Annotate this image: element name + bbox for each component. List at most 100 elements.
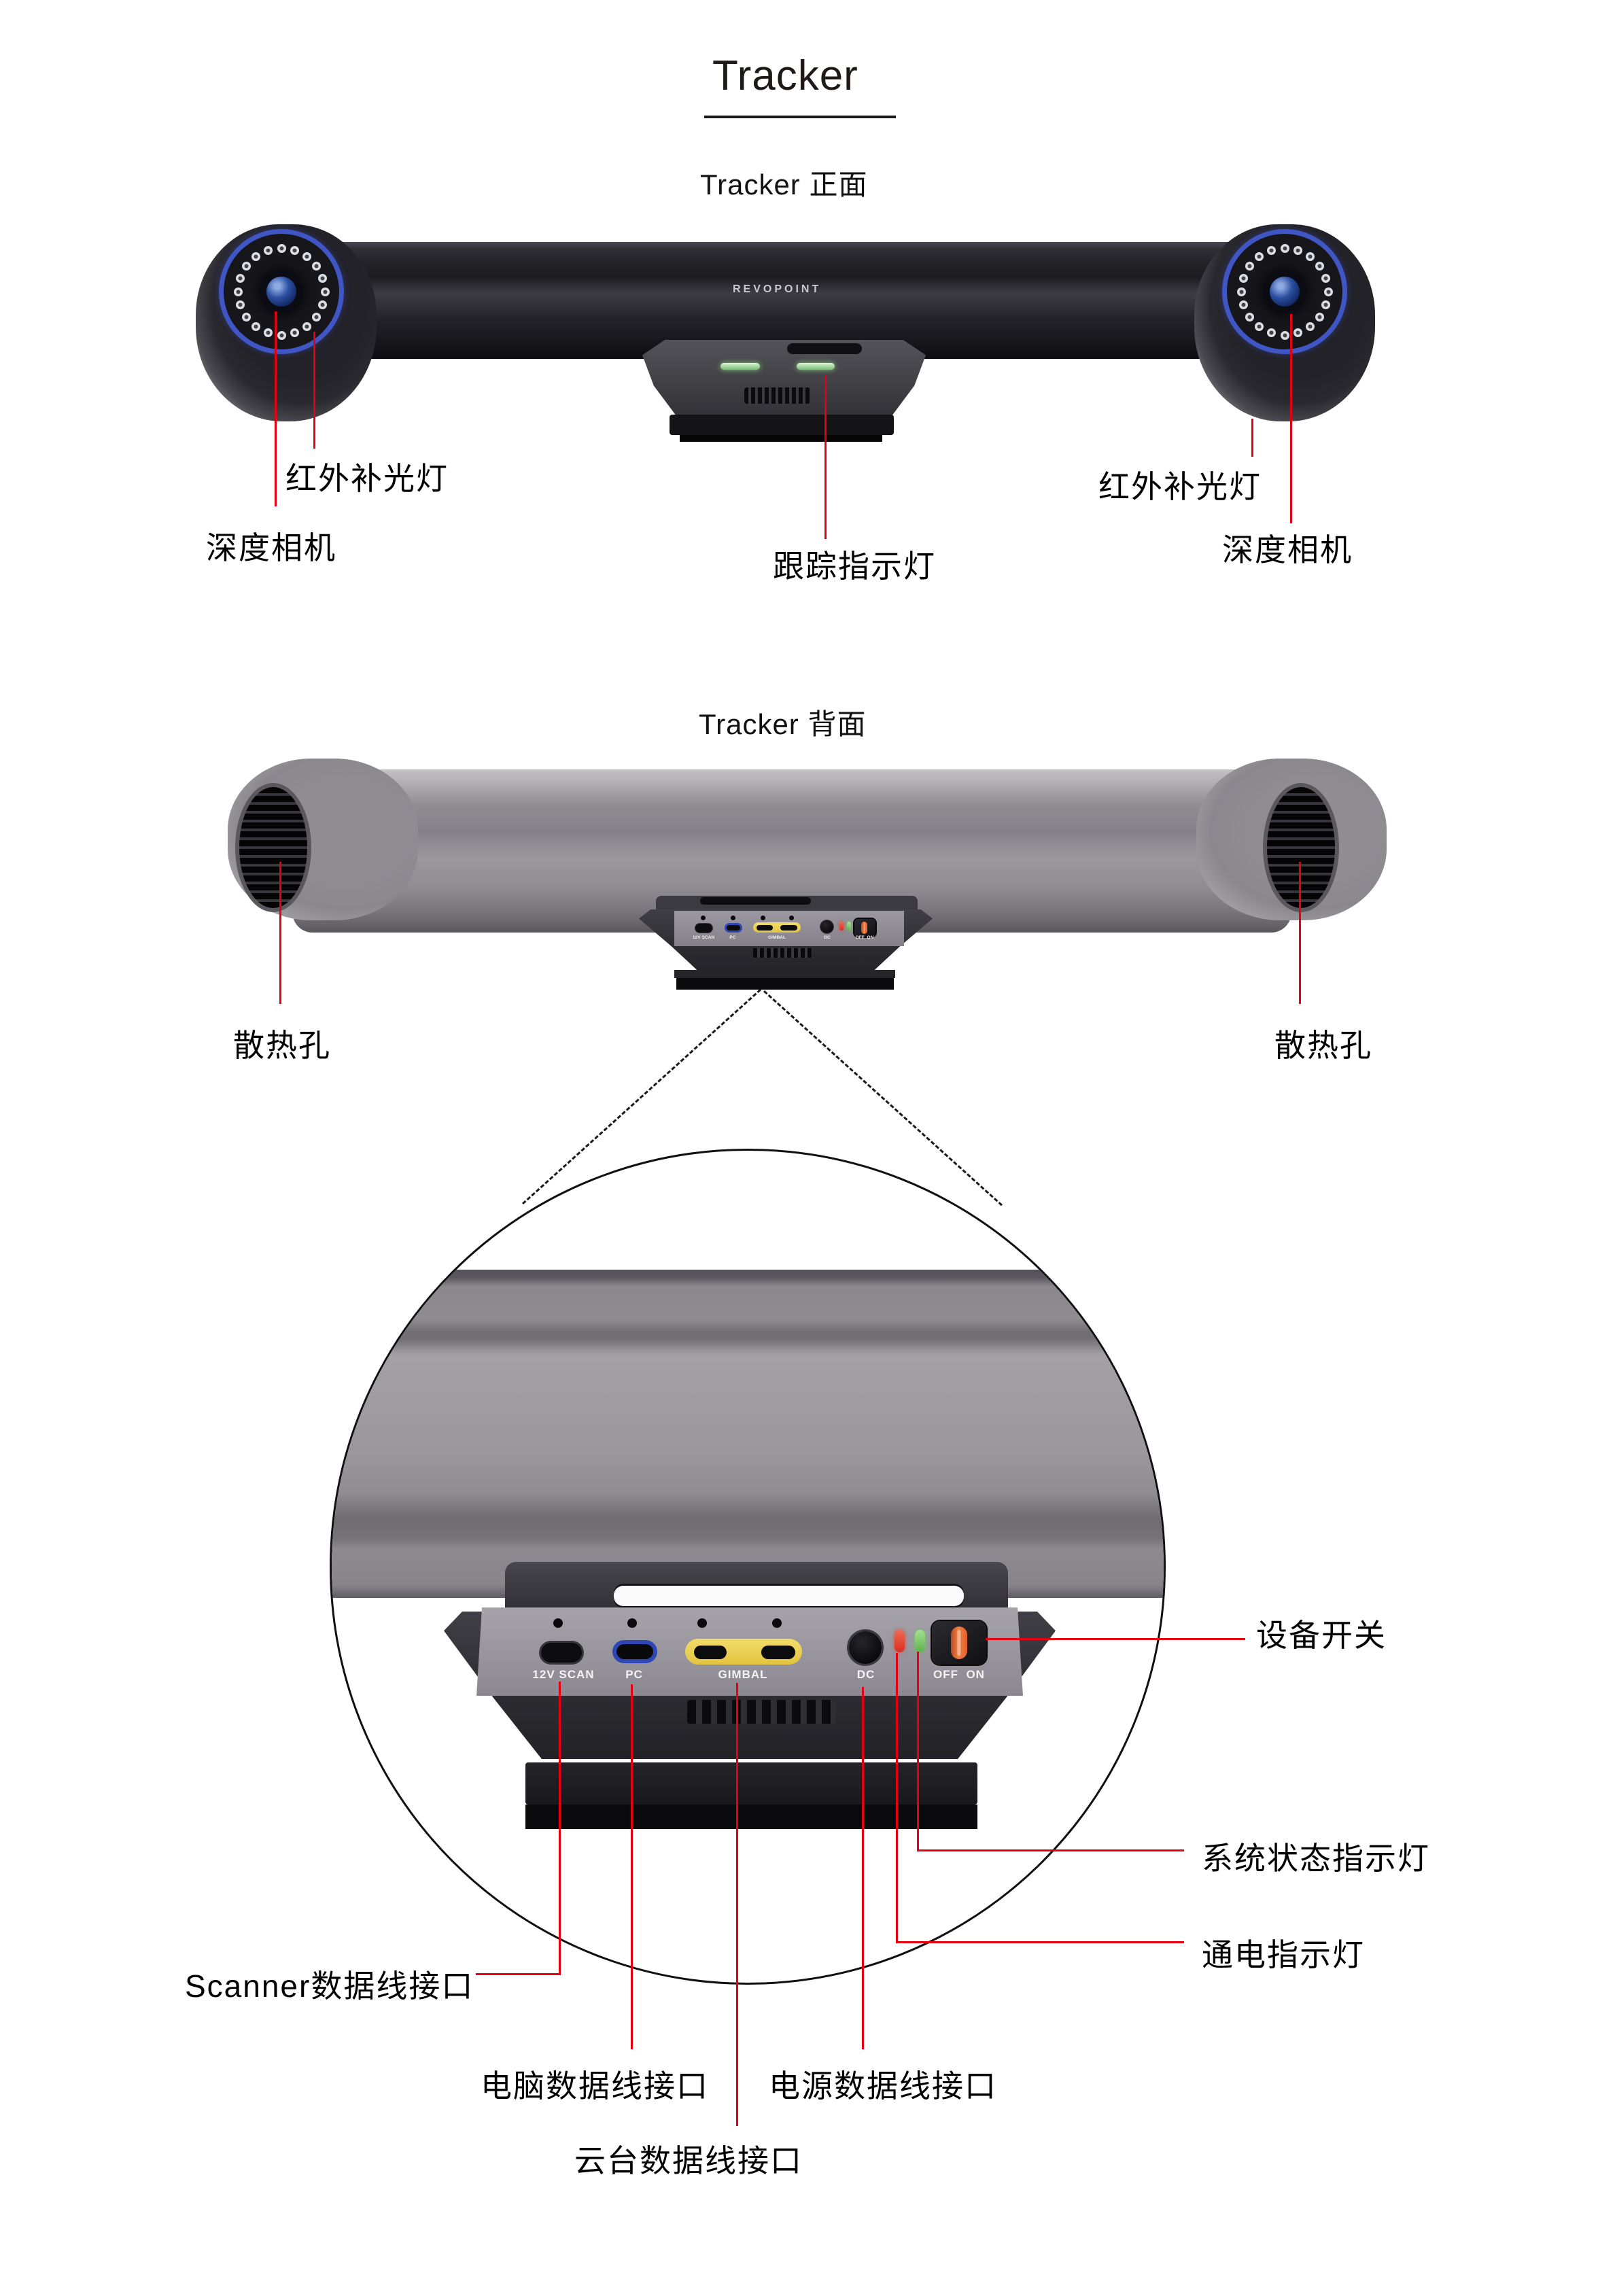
ir-led-dot (302, 322, 312, 332)
front-mount-base (670, 415, 894, 435)
ir-led-dot (1245, 313, 1254, 322)
ir-led-dot (1306, 322, 1315, 332)
back-mount-slot (700, 897, 811, 905)
label-scanner-port: Scanner数据线接口 (185, 1968, 474, 2004)
ir-led-dot (1280, 330, 1289, 340)
ir-led-dot (1306, 251, 1315, 261)
power-switch-icon (932, 1621, 986, 1665)
back-mount-base (674, 970, 895, 978)
gimbal-port-icon (685, 1639, 802, 1665)
ir-led-dot (251, 251, 260, 261)
magnified-base-shadow (525, 1805, 977, 1829)
mini-dc-port (820, 920, 833, 933)
port-detail-magnifier-circle: 12V SCAN PC GIMBAL DC OFF ON (330, 1149, 1166, 1985)
ir-led-dot (320, 287, 330, 296)
ir-led-dot (277, 243, 286, 253)
screw-dot (789, 916, 794, 920)
leader-scanner-port (559, 1682, 561, 1975)
screw-dot (697, 1618, 707, 1628)
ir-led-dot (1321, 300, 1331, 310)
ir-led-dot (302, 251, 312, 261)
ir-led-dot (1254, 322, 1264, 332)
back-mount-grille (753, 948, 812, 958)
leader-tracking (824, 375, 827, 539)
mini-dc-label: DC (824, 935, 831, 940)
page-title: Tracker (712, 52, 858, 99)
label-status-led: 系统状态指示灯 (1202, 1841, 1430, 1876)
dc-port-icon (849, 1631, 882, 1664)
leader-vent-left (279, 862, 281, 1004)
dc-port-label: DC (856, 1668, 875, 1681)
leader-ir-left (313, 332, 315, 449)
scanner-port-icon (541, 1643, 582, 1663)
ir-led-dot (251, 322, 260, 332)
mini-status-led (847, 922, 851, 930)
tracking-indicator-light-right (797, 363, 835, 370)
ir-led-dot (1236, 287, 1246, 296)
brand-logo: REVOPOINT (733, 283, 822, 295)
screw-dot (553, 1618, 563, 1628)
screw-dot (627, 1618, 637, 1628)
ir-led-dot (1254, 251, 1264, 261)
front-view-caption: Tracker 正面 (700, 169, 868, 201)
leader-power-led (896, 1653, 898, 1943)
leader-status-led-h (917, 1849, 1184, 1851)
leader-device-switch (986, 1638, 1245, 1640)
ir-led-dot (1280, 243, 1289, 253)
label-tracking-indicator: 跟踪指示灯 (773, 549, 936, 584)
label-ir-light-left: 红外补光灯 (285, 461, 449, 496)
front-mount (642, 340, 926, 416)
ir-led-dot (318, 273, 328, 283)
mini-switch-label: OFF ON (855, 935, 874, 940)
front-mount-base-shadow (680, 435, 882, 442)
leader-gimbal-port (736, 1683, 738, 2126)
leader-status-led (917, 1652, 919, 1851)
screw-dot (731, 916, 735, 920)
status-led-icon (915, 1630, 925, 1652)
front-device-bar (319, 242, 1257, 359)
front-mount-grille (744, 387, 810, 404)
ir-led-dot (1266, 245, 1276, 255)
ir-led-dot (318, 300, 328, 310)
ir-led-dot (312, 261, 322, 271)
ir-led-dot (1238, 273, 1248, 283)
mini-power-switch (854, 919, 875, 937)
screw-dot (701, 916, 706, 920)
power-led-icon (895, 1630, 905, 1652)
ir-led-dot (263, 245, 273, 255)
magnified-grille (687, 1700, 836, 1724)
leader-power-led-h (896, 1941, 1184, 1943)
ir-led-dot (241, 313, 251, 322)
vent-right-icon (1263, 783, 1339, 912)
ir-led-dot (277, 330, 286, 340)
back-mount-base-shadow (676, 978, 894, 990)
leader-scanner-port-h (476, 1973, 560, 1975)
mini-pc-port (725, 923, 742, 933)
pc-port-icon (612, 1640, 657, 1663)
screw-dot (761, 916, 765, 920)
label-vent-left: 散热孔 (233, 1028, 331, 1063)
label-power-port: 电源数据线接口 (769, 2068, 997, 2104)
back-view-caption: Tracker 背面 (699, 708, 867, 740)
mini-scan-port (695, 924, 712, 933)
ir-led-dot (1321, 273, 1331, 283)
front-left-lens (266, 277, 296, 307)
label-power-led: 通电指示灯 (1202, 1937, 1365, 1972)
label-depth-camera-left: 深度相机 (206, 530, 336, 566)
ir-led-dot (290, 328, 300, 338)
leader-ir-right (1251, 419, 1253, 457)
leader-vent-right (1299, 862, 1301, 1004)
ir-led-dot (241, 261, 251, 271)
ir-led-dot (1266, 328, 1276, 338)
leader-pc-port (631, 1684, 633, 2049)
ir-led-dot (263, 328, 273, 338)
tracking-indicator-light-left (720, 363, 760, 370)
magnified-bar (332, 1270, 1164, 1598)
label-ir-light-right: 红外补光灯 (1098, 469, 1262, 504)
ir-led-dot (290, 245, 300, 255)
ir-led-dot (1293, 328, 1303, 338)
label-gimbal-port: 云台数据线接口 (574, 2143, 803, 2178)
ir-led-dot (1245, 261, 1254, 271)
label-pc-port: 电脑数据线接口 (481, 2068, 709, 2104)
